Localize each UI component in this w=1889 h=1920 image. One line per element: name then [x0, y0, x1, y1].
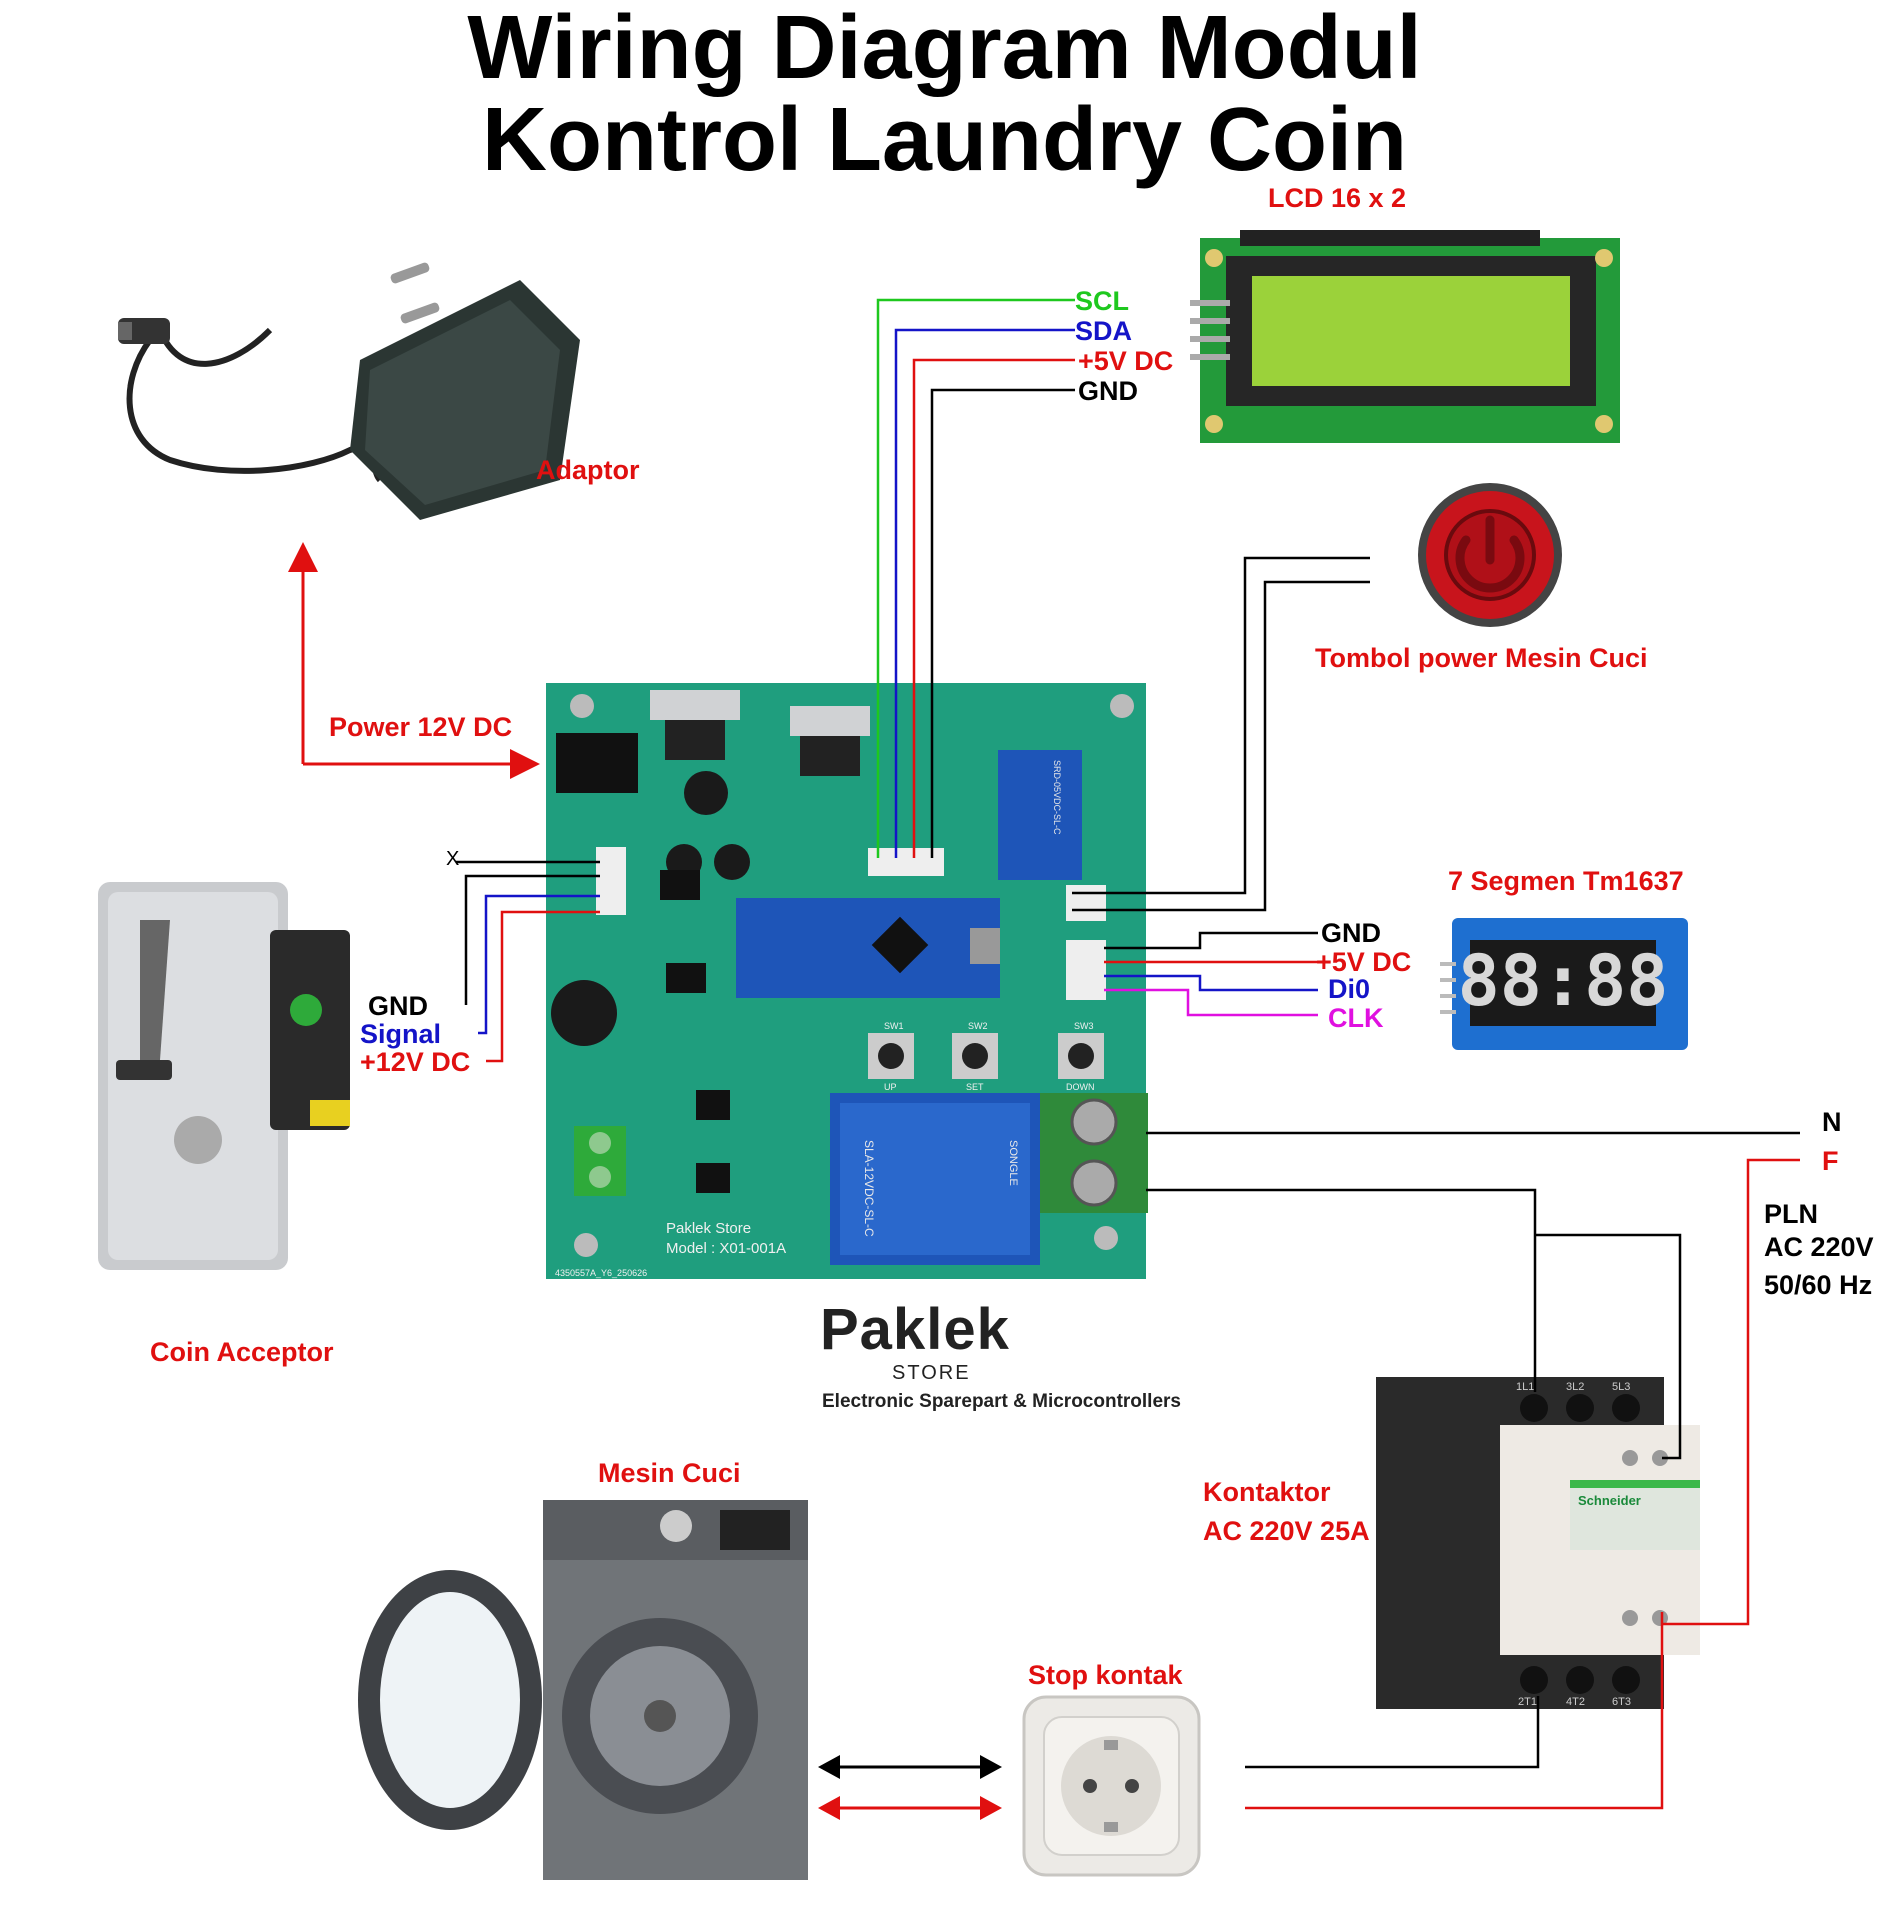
power-button-illustration — [1418, 483, 1562, 627]
relay-brand-label: SONGLE — [1007, 1140, 1019, 1186]
mains-f: F — [1822, 1146, 1839, 1176]
coin-pin-gnd: GND — [368, 991, 428, 1021]
adaptor-label: Adaptor — [536, 455, 640, 485]
seg-pin-dio: Di0 — [1328, 974, 1371, 1004]
contactor-illustration: Schneider 1L1 3L2 5L3 2T1 4T2 6T3 — [1376, 1377, 1700, 1709]
coin-acceptor-label: Coin Acceptor — [150, 1337, 334, 1367]
seven-segment-digits: 88:88 — [1458, 940, 1669, 1022]
coin-acceptor-illustration — [98, 882, 350, 1270]
pln-line-1: PLN — [1764, 1199, 1818, 1229]
washing-machine-illustration — [358, 1500, 808, 1880]
socket-illustration — [1022, 1695, 1201, 1877]
coin-pin-x: X — [446, 848, 460, 870]
contactor-t3: 5L3 — [1612, 1381, 1630, 1393]
pcb-sw2: SW2 — [968, 1021, 988, 1031]
pcb-sw3: SW3 — [1074, 1021, 1094, 1031]
lcd-label: LCD 16 x 2 — [1268, 183, 1407, 213]
lcd-illustration — [1190, 230, 1620, 443]
pln-line-3: 50/60 Hz — [1764, 1270, 1873, 1300]
title-line-2: Kontrol Laundry Coin — [482, 90, 1407, 190]
pcb-set-label: SET — [966, 1082, 984, 1092]
contactor-label-2: AC 220V 25A — [1203, 1516, 1370, 1546]
seven-segment-label: 7 Segmen Tm1637 — [1448, 866, 1684, 896]
relay-small-label: SRD-05VDC-SL-C — [1052, 760, 1062, 835]
coin-pin-signal: Signal — [360, 1019, 442, 1049]
pcb-brand: Paklek Store — [666, 1220, 751, 1237]
pcb-board: Paklek Store Model : X01-001A 4350557A_Y… — [546, 683, 1148, 1279]
seven-segment-illustration: 88:88 — [1440, 918, 1688, 1050]
logo-word: Paklek — [820, 1297, 1010, 1362]
adaptor-illustration — [118, 262, 580, 520]
contactor-b3: 6T3 — [1612, 1696, 1631, 1708]
lcd-pin-sda: SDA — [1075, 316, 1133, 346]
seg-pin-vcc: +5V DC — [1316, 947, 1412, 977]
contactor-t2: 3L2 — [1566, 1381, 1584, 1393]
pcb-up-label: UP — [884, 1082, 897, 1092]
logo-sub: STORE — [892, 1362, 971, 1384]
mains-n: N — [1822, 1107, 1842, 1137]
pln-line-2: AC 220V — [1764, 1232, 1874, 1262]
washing-machine-label: Mesin Cuci — [598, 1458, 741, 1488]
contactor-b2: 4T2 — [1566, 1696, 1585, 1708]
coin-pin-vcc: +12V DC — [360, 1047, 471, 1077]
pcb-down-label: DOWN — [1066, 1082, 1095, 1092]
logo-tagline: Electronic Sparepart & Microcontrollers — [822, 1391, 1181, 1412]
socket-label: Stop kontak — [1028, 1660, 1183, 1690]
pcb-sw1: SW1 — [884, 1021, 904, 1031]
contactor-brand: Schneider — [1578, 1493, 1641, 1508]
power-button-label: Tombol power Mesin Cuci — [1315, 643, 1648, 673]
title-line-1: Wiring Diagram Modul — [467, 0, 1422, 98]
contactor-t1: 1L1 — [1516, 1381, 1534, 1393]
pcb-serial: 4350557A_Y6_250626 — [555, 1268, 647, 1278]
machine-socket-arrows — [818, 1755, 1002, 1820]
lcd-pin-vcc: +5V DC — [1078, 346, 1174, 376]
contactor-label-1: Kontaktor — [1203, 1477, 1331, 1507]
lcd-pin-gnd: GND — [1078, 376, 1138, 406]
seg-pin-gnd: GND — [1321, 918, 1381, 948]
pcb-model: Model : X01-001A — [666, 1240, 786, 1257]
seg-pin-clk: CLK — [1328, 1003, 1384, 1033]
power-in-label: Power 12V DC — [329, 712, 513, 742]
contactor-b1: 2T1 — [1518, 1696, 1537, 1708]
relay-big-label: SLA-12VDC-SL-C — [862, 1140, 876, 1237]
lcd-pin-scl: SCL — [1075, 286, 1129, 316]
